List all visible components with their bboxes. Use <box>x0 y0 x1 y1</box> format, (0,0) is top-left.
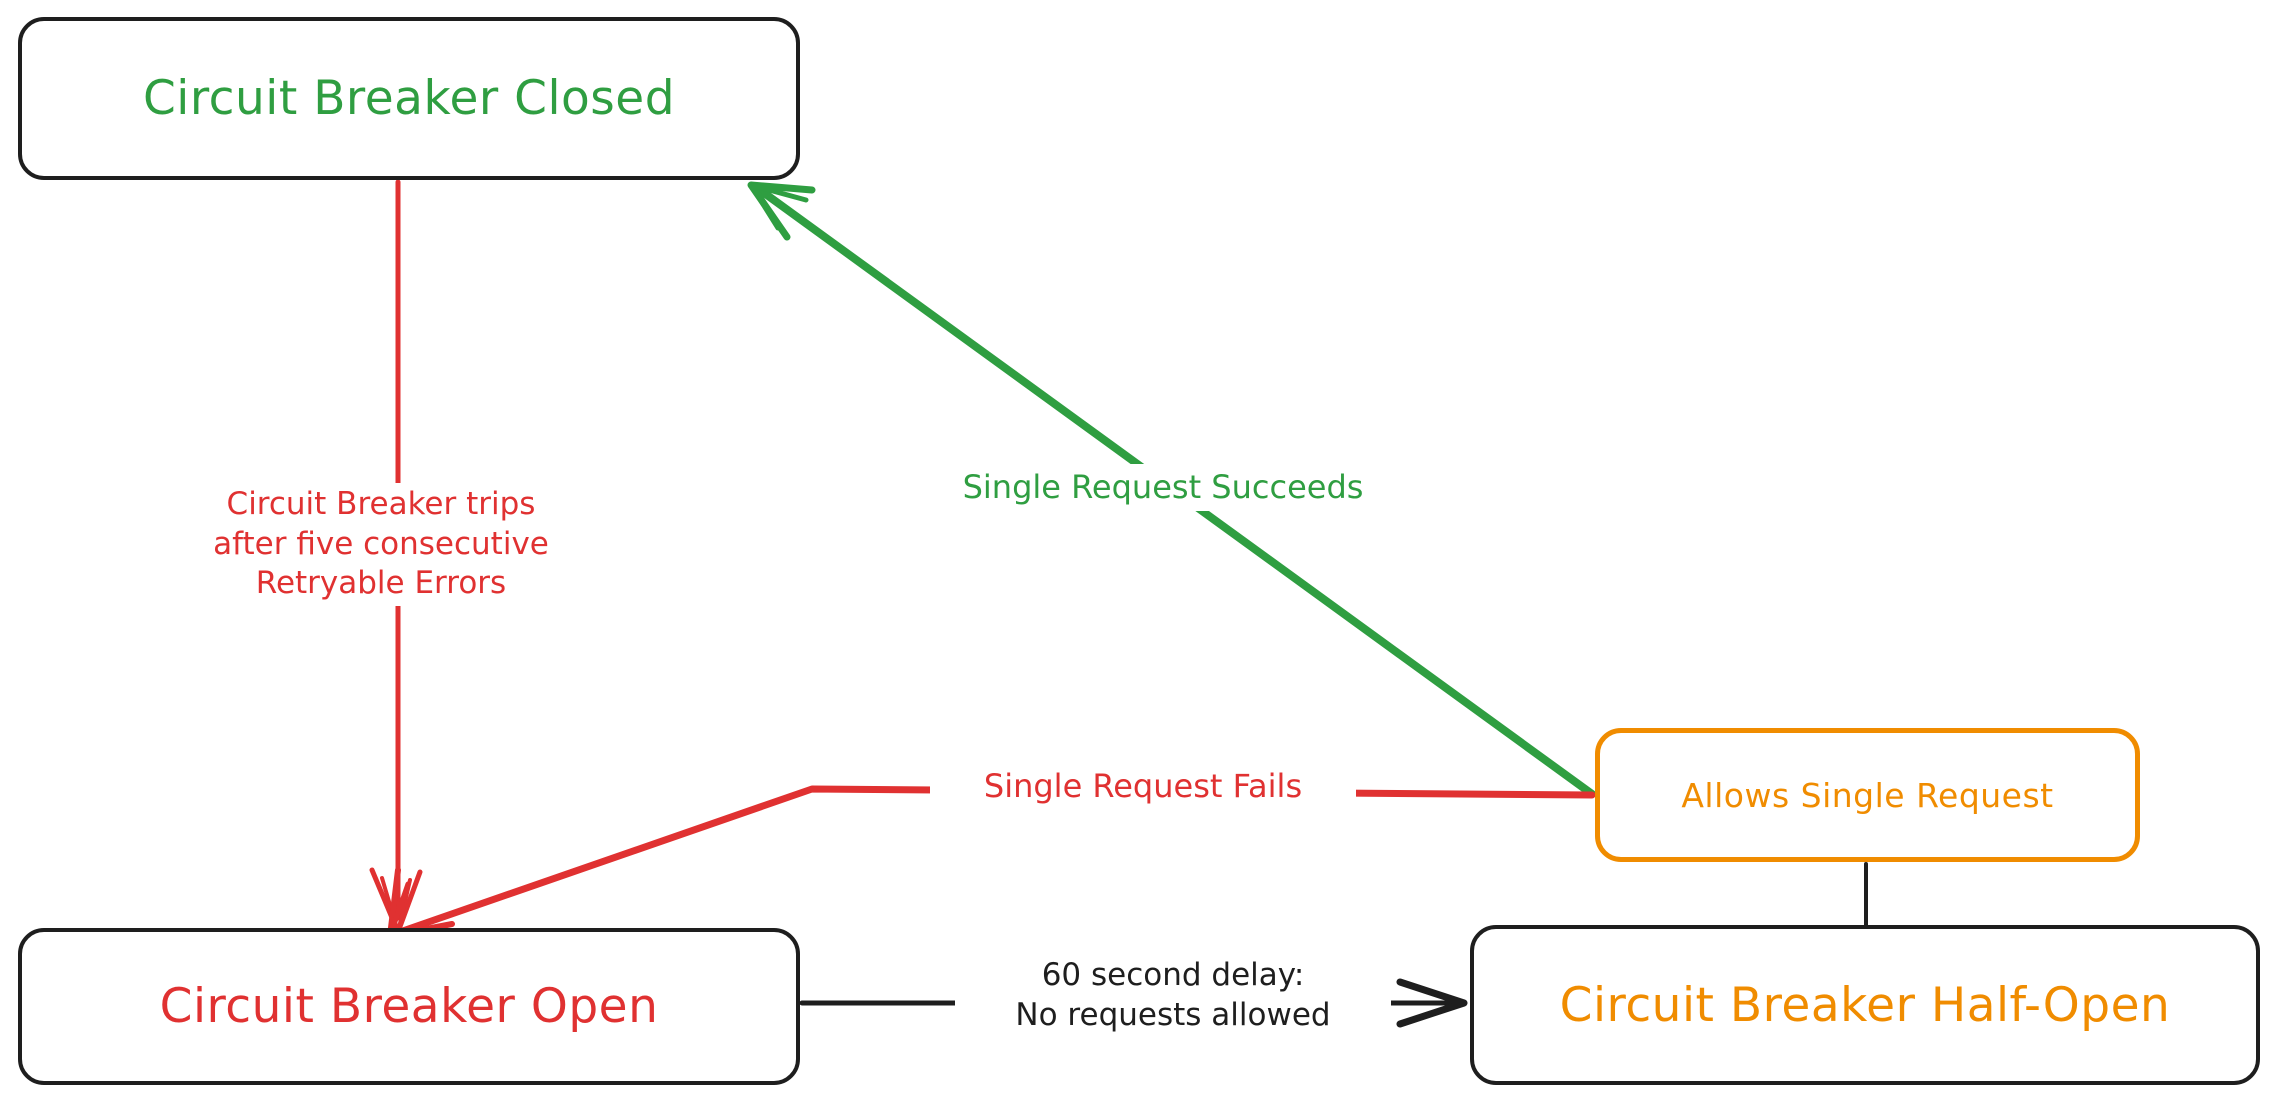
node-allows-single-request[interactable]: Allows Single Request <box>1595 728 2140 862</box>
edge-label-line: Single Request Succeeds <box>962 468 1364 506</box>
edge-label-line: 60 second delay: <box>1041 957 1305 993</box>
edge-label-line: after five consecutive <box>213 525 549 562</box>
edge-label-line: Retryable Errors <box>255 565 507 602</box>
edge-label-single-request-fails: Single Request Fails <box>930 763 1356 810</box>
node-circuit-breaker-closed-label: Circuit Breaker Closed <box>142 71 676 126</box>
node-circuit-breaker-open[interactable]: Circuit Breaker Open <box>18 928 800 1085</box>
node-circuit-breaker-open-label: Circuit Breaker Open <box>159 979 659 1034</box>
edge-label-sixty-second-delay: 60 second delay: No requests allowed <box>955 954 1391 1038</box>
edge-label-circuit-breaker-trips: Circuit Breaker trips after five consecu… <box>170 483 592 607</box>
edge-label-line: Circuit Breaker trips <box>226 486 536 522</box>
node-circuit-breaker-closed[interactable]: Circuit Breaker Closed <box>18 17 800 180</box>
node-circuit-breaker-half-open-label: Circuit Breaker Half-Open <box>1559 977 2171 1033</box>
edge-label-single-request-succeeds: Single Request Succeeds <box>905 464 1421 511</box>
edge-allows-to-open <box>387 785 1596 939</box>
node-circuit-breaker-half-open[interactable]: Circuit Breaker Half-Open <box>1470 925 2260 1085</box>
node-allows-single-request-label: Allows Single Request <box>1681 775 2054 815</box>
edge-label-line: No requests allowed <box>1015 996 1331 1033</box>
edge-label-line: Single Request Fails <box>983 767 1303 805</box>
